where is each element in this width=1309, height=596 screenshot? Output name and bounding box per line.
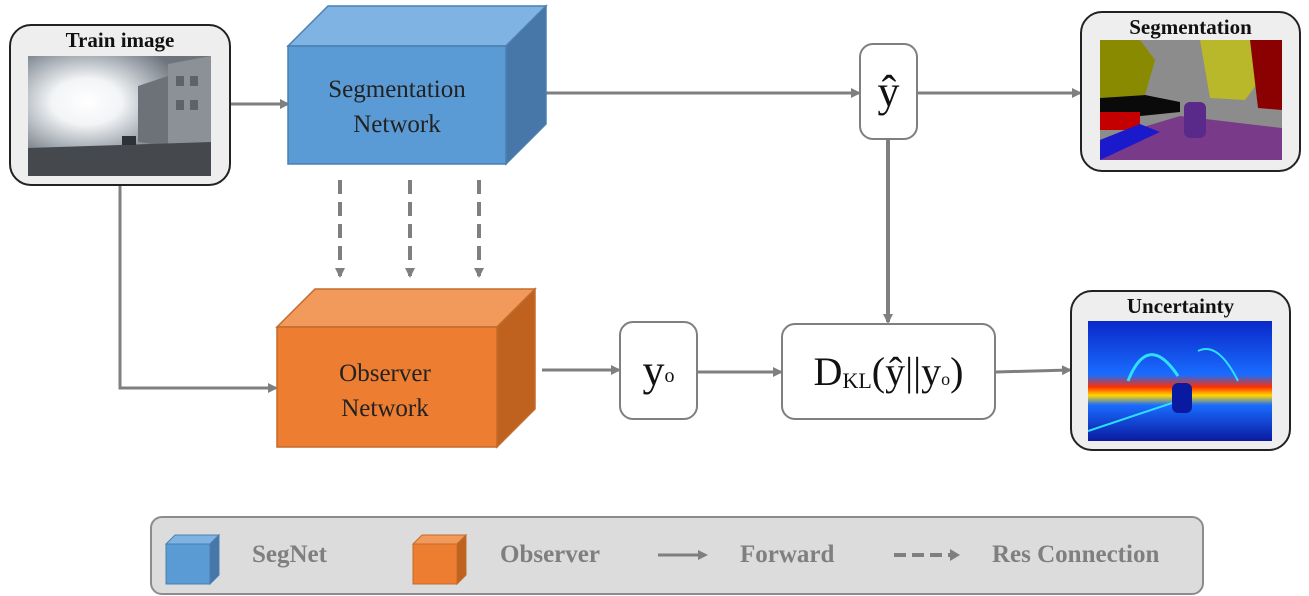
- uncertainty-output-image: [1088, 321, 1272, 441]
- legend: SegNet Observer Forward Res Connection: [150, 516, 1204, 595]
- y-o-symbol: y: [642, 346, 665, 395]
- y-hat-node: ŷ: [859, 43, 918, 140]
- arrow-train-to-observer: [118, 185, 278, 393]
- kl-arguments: (ŷ||y: [871, 349, 942, 394]
- legend-forward-label: Forward: [740, 541, 835, 568]
- segmentation-network-block: Segmentation Network: [286, 4, 548, 166]
- uncertainty-output-panel: Uncertainty: [1070, 290, 1291, 451]
- segmentation-output-panel: Segmentation: [1080, 11, 1301, 172]
- segnet-legend-swatch: [165, 534, 221, 586]
- kl-d-symbol: D: [813, 349, 843, 394]
- legend-res-connection-label: Res Connection: [992, 541, 1160, 568]
- res-connection-legend-arrow: [894, 549, 960, 561]
- legend-observer-label: Observer: [500, 541, 600, 568]
- train-image-title: Train image: [65, 28, 175, 52]
- y-o-subscript: o: [664, 365, 675, 387]
- observer-network-block: Observer Network: [275, 287, 537, 449]
- segmentation-network-label-line1: Segmentation: [328, 76, 466, 103]
- segmentation-output-image: [1100, 40, 1282, 160]
- kl-subscript: KL: [842, 368, 872, 393]
- segmentation-output-title: Segmentation: [1129, 15, 1252, 39]
- observer-network-label-line1: Observer: [339, 360, 431, 387]
- y-hat-symbol: ŷ: [877, 67, 900, 116]
- observer-network-label-line2: Network: [341, 395, 429, 422]
- train-image-thumbnail: [28, 56, 211, 176]
- forward-legend-arrow: [658, 550, 708, 560]
- train-image-panel: Train image: [9, 24, 231, 186]
- uncertainty-output-title: Uncertainty: [1126, 294, 1235, 318]
- segmentation-network-label-line2: Network: [353, 111, 441, 138]
- legend-segnet-label: SegNet: [252, 541, 327, 568]
- arrow-kl-to-uncertainty: [995, 365, 1072, 376]
- observer-legend-swatch: [412, 534, 468, 586]
- kl-inner-subscript: o: [941, 369, 951, 389]
- kl-close-paren: ): [950, 349, 964, 394]
